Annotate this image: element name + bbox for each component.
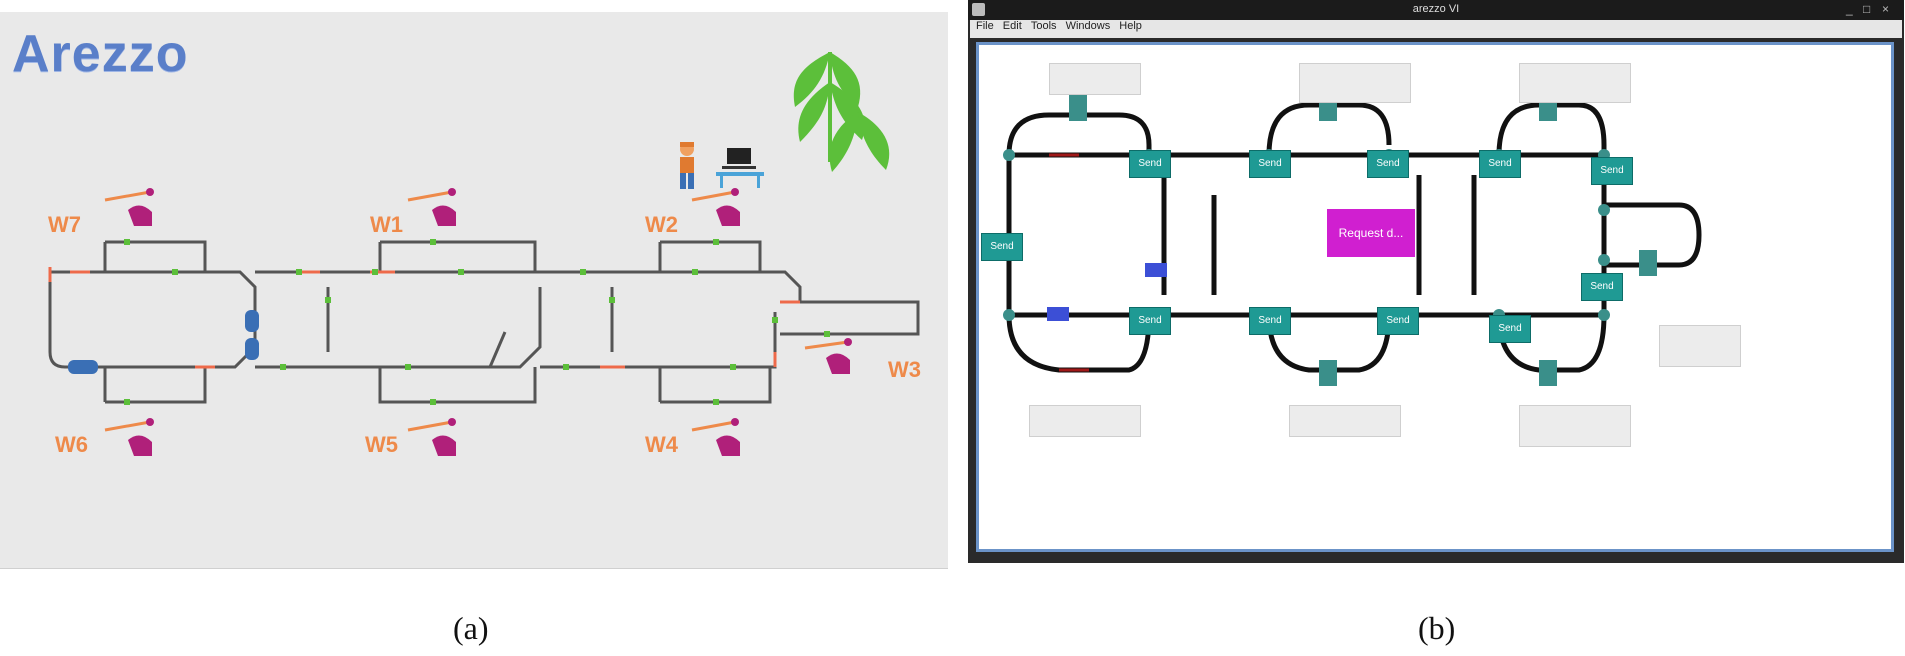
send-button-3[interactable]: Send bbox=[1249, 150, 1291, 178]
control-panel-bottom-right[interactable] bbox=[1519, 405, 1631, 447]
window-title: arezzo VI bbox=[1412, 3, 1460, 15]
pallets bbox=[68, 310, 259, 374]
request-button[interactable]: Request d... bbox=[1327, 209, 1415, 257]
close-icon[interactable]: × bbox=[1882, 2, 1890, 16]
station-label-w2: W2 bbox=[645, 212, 678, 237]
send-button-5[interactable]: Send bbox=[1479, 150, 1521, 178]
station-label-w4: W4 bbox=[645, 432, 678, 457]
send-button-4[interactable]: Send bbox=[1367, 150, 1409, 178]
send-button-10[interactable]: Send bbox=[1489, 315, 1531, 343]
station-label-w7: W7 bbox=[48, 212, 81, 237]
robot-arms bbox=[104, 188, 852, 456]
arezzo-vi-window: arezzo VI _ □ × File Edit Tools Windows … bbox=[968, 0, 1904, 563]
robot-w4 bbox=[691, 418, 740, 456]
robot-stations bbox=[1069, 95, 1657, 386]
operator-icon bbox=[680, 142, 694, 189]
control-panel-right[interactable] bbox=[1659, 325, 1741, 367]
conveyor-track bbox=[48, 240, 920, 404]
maximize-icon[interactable]: □ bbox=[1863, 2, 1871, 16]
menu-file[interactable]: File bbox=[976, 20, 994, 32]
pallet-marker-1 bbox=[1145, 263, 1167, 277]
station-label-w6: W6 bbox=[55, 432, 88, 457]
arezzo-logo: Arezzo bbox=[12, 25, 189, 83]
station-label-w1: W1 bbox=[370, 212, 403, 237]
robot-w7 bbox=[104, 188, 154, 226]
menu-bar: File Edit Tools Windows Help bbox=[970, 20, 1902, 38]
caption-a: (a) bbox=[453, 610, 489, 646]
minimize-icon[interactable]: _ bbox=[1846, 2, 1853, 16]
station-label-w5: W5 bbox=[365, 432, 398, 457]
send-button-8[interactable]: Send bbox=[1249, 307, 1291, 335]
robot-w2 bbox=[691, 188, 740, 226]
track-segments-red bbox=[1049, 153, 1089, 372]
control-panel-top-center[interactable] bbox=[1299, 63, 1411, 103]
sensor-nodes bbox=[124, 239, 830, 405]
computer-icon bbox=[716, 148, 764, 188]
simulation-canvas: Send Send Send Send Send Send Send Send … bbox=[976, 42, 1894, 552]
window-titlebar: arezzo VI _ □ × bbox=[968, 0, 1904, 20]
send-button-1[interactable]: Send bbox=[981, 233, 1023, 261]
track-network bbox=[1003, 95, 1702, 386]
control-panel-top-left[interactable] bbox=[1049, 63, 1141, 95]
robot-w1 bbox=[407, 188, 456, 226]
robot-w6 bbox=[104, 418, 154, 456]
send-button-11[interactable]: Send bbox=[1581, 273, 1623, 301]
arezzo-simulation-panel: Arezzo bbox=[0, 12, 948, 569]
conveyor-layout bbox=[48, 52, 920, 456]
send-button-6[interactable]: Send bbox=[1591, 157, 1633, 185]
control-panel-bottom-center[interactable] bbox=[1289, 405, 1401, 437]
track-highlights bbox=[48, 267, 800, 369]
send-button-7[interactable]: Send bbox=[1129, 307, 1171, 335]
plant-icon bbox=[793, 52, 890, 172]
menu-help[interactable]: Help bbox=[1119, 20, 1142, 32]
pallet-marker-2 bbox=[1047, 307, 1069, 321]
control-panel-top-right[interactable] bbox=[1519, 63, 1631, 103]
send-button-9[interactable]: Send bbox=[1377, 307, 1419, 335]
robot-w5 bbox=[407, 418, 456, 456]
robot-w3 bbox=[804, 338, 852, 374]
send-button-2[interactable]: Send bbox=[1129, 150, 1171, 178]
menu-edit[interactable]: Edit bbox=[1002, 20, 1022, 32]
menu-tools[interactable]: Tools bbox=[1030, 20, 1057, 32]
window-app-icon bbox=[972, 3, 985, 16]
menu-windows[interactable]: Windows bbox=[1065, 20, 1111, 32]
control-panel-bottom-left[interactable] bbox=[1029, 405, 1141, 437]
station-label-w3: W3 bbox=[888, 357, 921, 382]
caption-b: (b) bbox=[1418, 610, 1456, 646]
